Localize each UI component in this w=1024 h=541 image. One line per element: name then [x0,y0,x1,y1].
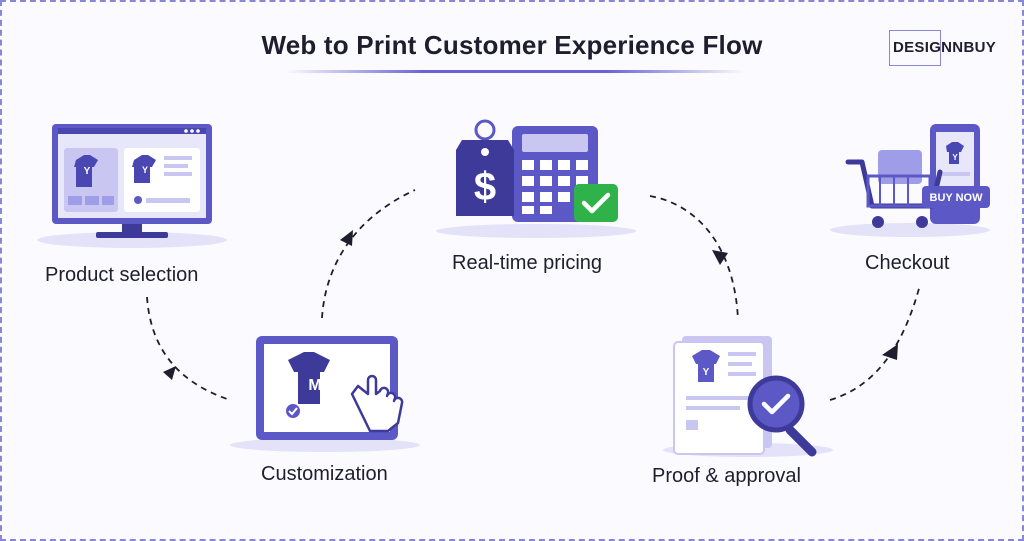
price-tag-calculator-icon: $ [436,119,636,238]
tablet-tshirt-hand-icon: M [230,336,420,452]
svg-text:M: M [308,377,321,394]
brand-name: DESIGNNBUY [893,38,997,56]
arrow-head-3 [712,250,728,265]
step-label-checkout: Checkout [865,252,950,274]
svg-text:$: $ [474,165,496,209]
svg-text:Y: Y [952,153,958,162]
step-label-proof-approval: Proof & approval [652,465,801,487]
step-label-customization: Customization [261,463,388,485]
svg-text:Y: Y [703,367,710,378]
diagram-title: Web to Print Customer Experience Flow [261,30,763,60]
connector-pricing-to-proof [649,195,739,321]
arrow-head-4 [882,344,898,360]
brand-logo-box [889,30,941,66]
step-label-real-time-pricing: Real-time pricing [452,252,603,274]
svg-text:Y: Y [142,165,148,175]
arrow-head-1 [163,366,176,380]
brand-logo: DESIGNNBUY [889,30,997,66]
step-label-product-selection: Product selection [45,264,199,286]
buy-now-text: BUY NOW [930,192,984,204]
monitor-tshirt-icon: Y Y [37,124,227,248]
cart-buy-now-icon: Y BUY NOW [830,124,990,237]
document-magnifier-check-icon: Y [663,336,833,457]
svg-text:Y: Y [84,166,91,177]
connector-proof-to-checkout [829,284,921,401]
connector-product-to-customization [146,296,231,401]
connector-customization-to-pricing [321,189,416,319]
arrow-head-2 [340,230,353,246]
title-underline [285,70,745,73]
